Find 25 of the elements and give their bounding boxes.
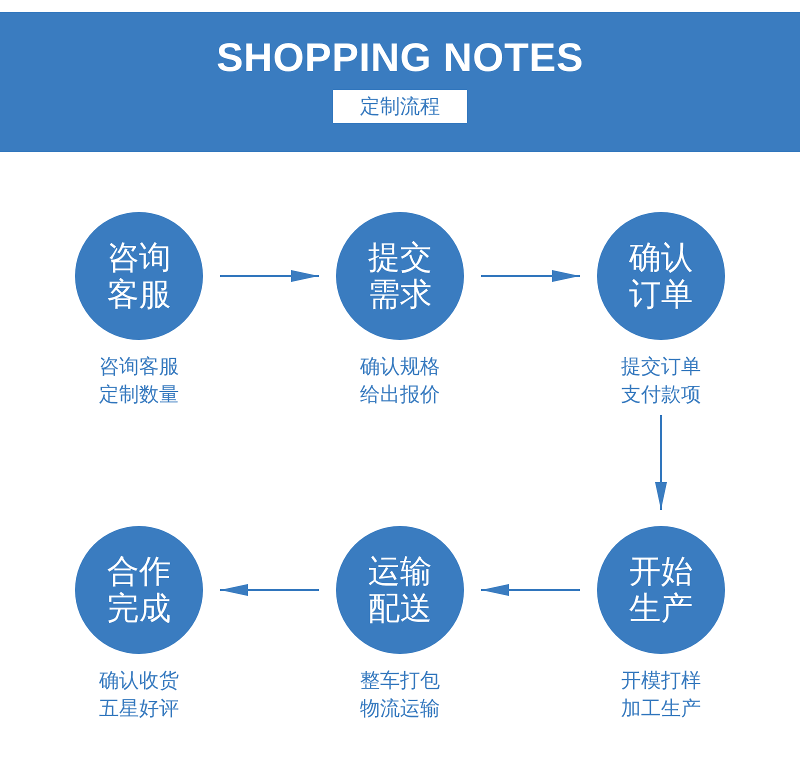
arrow bbox=[481, 584, 580, 596]
step-title: 提交需求 bbox=[366, 239, 433, 313]
step-note: 定制数量 bbox=[99, 381, 179, 408]
step-title: 运输配送 bbox=[366, 553, 433, 627]
step-note: 五星好评 bbox=[99, 695, 179, 722]
step-note: 给出报价 bbox=[360, 381, 440, 408]
step-note: 确认收货 bbox=[99, 667, 179, 694]
step-title: 咨询客服 bbox=[106, 239, 172, 313]
step-note: 整车打包 bbox=[360, 667, 440, 694]
step-title: 合作完成 bbox=[106, 553, 172, 627]
arrow bbox=[481, 270, 580, 282]
step-note: 提交订单 bbox=[621, 353, 701, 380]
step-title: 开始生产 bbox=[628, 553, 694, 627]
arrow bbox=[220, 270, 319, 282]
arrow bbox=[220, 584, 319, 596]
subtitle-tag: 定制流程 bbox=[333, 90, 467, 123]
step-note: 确认规格 bbox=[360, 353, 440, 380]
step-title: 确认订单 bbox=[628, 239, 694, 313]
page-title: SHOPPING NOTES bbox=[216, 35, 584, 82]
step-note: 开模打样 bbox=[621, 667, 701, 694]
step-note: 物流运输 bbox=[360, 695, 440, 722]
step-note: 咨询客服 bbox=[99, 353, 179, 380]
step-note: 加工生产 bbox=[621, 695, 701, 722]
arrow bbox=[655, 415, 667, 510]
step-note: 支付款项 bbox=[621, 381, 701, 408]
